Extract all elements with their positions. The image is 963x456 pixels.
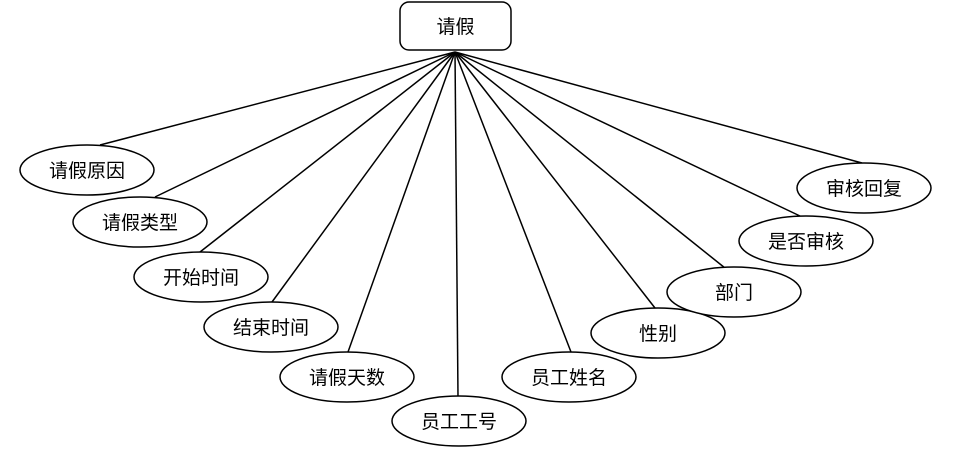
attribute-label: 开始时间 — [163, 267, 239, 289]
connector-line — [454, 51, 656, 309]
attribute-node: 审核回复 — [796, 162, 932, 214]
entity-node: 请假 — [399, 1, 512, 51]
connector-line — [347, 51, 456, 353]
attribute-ellipse — [203, 301, 339, 353]
attribute-ellipse — [133, 251, 269, 303]
attribute-label: 请假原因 — [49, 160, 125, 182]
attribute-label: 结束时间 — [233, 317, 309, 339]
attribute-node: 请假类型 — [72, 196, 208, 248]
attribute-node: 请假原因 — [19, 144, 155, 196]
attribute-label: 部门 — [715, 282, 753, 304]
attribute-label: 员工姓名 — [531, 367, 607, 389]
connector-line — [454, 51, 801, 217]
attribute-node: 性别 — [590, 307, 726, 359]
attribute-label: 性别 — [639, 323, 677, 345]
connector-line — [154, 51, 456, 198]
entity-label: 请假 — [436, 16, 474, 38]
attribute-node: 部门 — [666, 266, 802, 318]
attribute-node: 员工工号 — [391, 395, 527, 447]
attribute-label: 请假类型 — [102, 212, 178, 234]
connector-line — [454, 51, 572, 353]
connector-line — [99, 51, 456, 146]
attribute-ellipse — [391, 395, 527, 447]
connector-line — [454, 51, 726, 269]
attribute-ellipse — [738, 215, 874, 267]
attribute-ellipse — [796, 162, 932, 214]
attribute-label: 是否审核 — [768, 231, 844, 253]
attribute-node: 是否审核 — [738, 215, 874, 267]
attribute-label: 员工工号 — [421, 411, 497, 433]
attribute-ellipse — [72, 196, 208, 248]
attribute-node: 请假天数 — [279, 351, 415, 403]
attribute-node: 开始时间 — [133, 251, 269, 303]
connector-line — [454, 51, 863, 164]
attribute-label: 请假天数 — [309, 367, 385, 389]
attribute-node: 员工姓名 — [501, 351, 637, 403]
attribute-label: 审核回复 — [826, 178, 902, 200]
attribute-ellipse — [279, 351, 415, 403]
connector-line — [271, 51, 456, 303]
connector-line — [199, 51, 456, 253]
attribute-ellipse — [19, 144, 155, 196]
attribute-ellipse — [590, 307, 726, 359]
attribute-ellipse — [501, 351, 637, 403]
attribute-node: 结束时间 — [203, 301, 339, 353]
connector-line — [454, 51, 459, 398]
entity-box — [399, 1, 512, 51]
attribute-ellipse — [666, 266, 802, 318]
